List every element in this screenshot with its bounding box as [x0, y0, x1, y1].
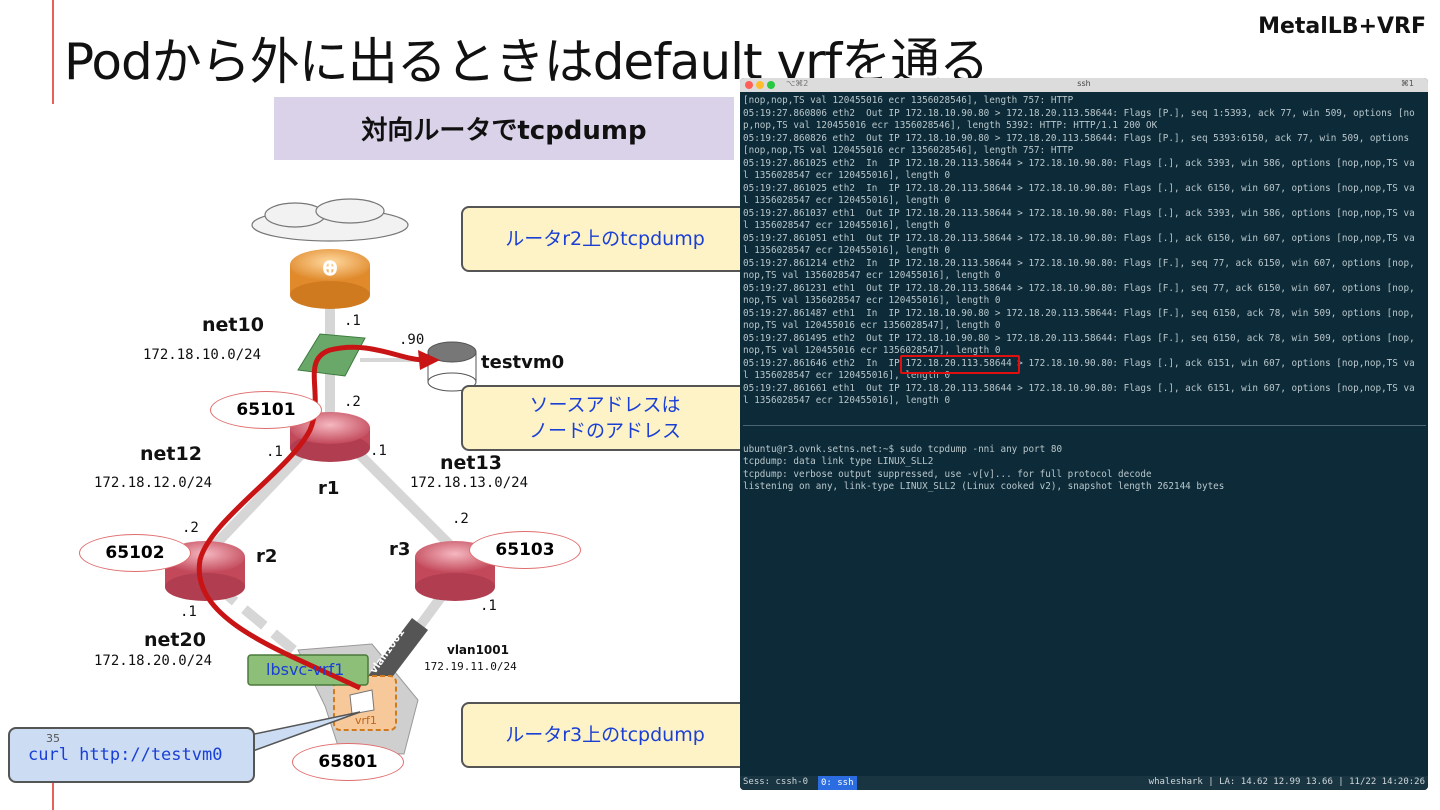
net10-cidr: 172.18.10.0/24: [143, 347, 262, 363]
terminal-line: 05:19:27.861231 eth1 Out IP 172.18.20.11…: [743, 282, 1415, 294]
asn-node: 65801: [292, 743, 404, 781]
asn-r2: 65102: [79, 534, 191, 572]
ip-r1-right: .1: [370, 443, 387, 459]
terminal-line: nop,TS val 120455016 ecr 1356028547], le…: [743, 320, 1001, 331]
source-address-highlight: [900, 355, 1020, 374]
svg-text:ꚛ: ꚛ: [322, 252, 338, 282]
zoom-icon[interactable]: [767, 81, 775, 89]
page-number: 35: [46, 732, 60, 745]
callout-source-line2: ノードのアドレス: [528, 420, 681, 442]
testvm-label: testvm0: [481, 352, 565, 373]
terminal-output-lower: ubuntu@r3.ovnk.setns.net:~$ sudo tcpdump…: [743, 431, 1426, 494]
terminal-line: l 1356028547 ecr 120455016], length 0: [743, 370, 951, 381]
ip-r1-top: .2: [344, 394, 361, 410]
terminal-line: l 1356028547 ecr 120455016], length 0: [743, 220, 951, 231]
left-accent-line-top: [52, 0, 54, 104]
terminal-title: ssh: [1077, 79, 1091, 88]
gateway-router-icon: ꚛ: [290, 249, 370, 309]
ip-r2-bottom: .1: [180, 604, 197, 620]
terminal-window[interactable]: ⌥⌘2 ssh ⌘1 [nop,nop,TS val 120455016 ecr…: [740, 78, 1428, 790]
terminal-line: 05:19:27.861051 eth1 Out IP 172.18.20.11…: [743, 232, 1415, 244]
link-r1-r2: [211, 436, 319, 549]
terminal-line: p,nop,TS val 120455016 ecr 1356028546], …: [743, 120, 1158, 131]
net13-label: net13: [440, 452, 502, 474]
curl-callout: [8, 727, 255, 783]
minimize-icon[interactable]: [756, 81, 764, 89]
status-window[interactable]: 0: ssh: [818, 776, 857, 790]
net20-label: net20: [144, 629, 206, 651]
callout-source-address: ソースアドレスは ノードのアドレス: [461, 385, 749, 451]
ip-testvm: .90: [399, 332, 425, 348]
callout-r3-tcpdump: ルータr3上のtcpdump: [461, 702, 749, 768]
terminal-line: tcpdump: data link type LINUX_SLL2: [743, 456, 934, 467]
terminal-titlebar[interactable]: ⌥⌘2 ssh ⌘1: [740, 78, 1428, 92]
terminal-line: [743, 431, 1426, 444]
terminal-output: [nop,nop,TS val 120455016 ecr 1356028546…: [743, 95, 1426, 408]
terminal-line: l 1356028547 ecr 120455016], length 0: [743, 395, 951, 406]
terminal-pane-divider[interactable]: [743, 425, 1426, 426]
traffic-arrowhead: [418, 350, 440, 370]
terminal-line: [nop,nop,TS val 120455016 ecr 1356028546…: [743, 145, 1074, 156]
brand-label: MetalLB+VRF: [1258, 14, 1426, 39]
r3-label: r3: [389, 539, 411, 560]
terminal-line: 05:19:27.861214 eth2 In IP 172.18.20.113…: [743, 257, 1415, 269]
ip-r3-top: .2: [452, 511, 469, 527]
status-right: whaleshark | LA: 14.62 12.99 13.66 | 11/…: [1148, 777, 1425, 787]
terminal-line: tcpdump: verbose output suppressed, use …: [743, 468, 1152, 480]
vlan-cidr: 172.19.11.0/24: [424, 660, 517, 673]
terminal-line: 05:19:27.861487 eth1 In IP 172.18.10.90.…: [743, 307, 1415, 319]
terminal-shortcut: ⌘1: [1400, 79, 1414, 88]
cloud-icon: [251, 198, 409, 242]
lbsvc-vrf-label: lbsvc-vrf1: [266, 660, 345, 679]
terminal-line: 05:19:27.861037 eth1 Out IP 172.18.20.11…: [743, 207, 1415, 219]
ip-r1-left: .1: [266, 444, 283, 460]
network-diagram: ꚛ: [165, 198, 495, 755]
testvm-icon: [427, 341, 477, 392]
curl-command: curl http://testvm0: [28, 745, 223, 765]
terminal-line: nop,TS val 1356028547 ecr 120455016], le…: [743, 270, 1001, 281]
banner: 対向ルータでtcpdump: [274, 97, 734, 160]
r1-label: r1: [318, 478, 340, 499]
vlan-label: vlan1001: [447, 643, 509, 657]
net20-cidr: 172.18.20.0/24: [94, 653, 213, 669]
terminal-tab-shortcut: ⌥⌘2: [786, 79, 809, 88]
net13-cidr: 172.18.13.0/24: [410, 475, 529, 491]
terminal-line: l 1356028547 ecr 120455016], length 0: [743, 195, 951, 206]
terminal-line: ubuntu@r3.ovnk.setns.net:~$ sudo tcpdump…: [743, 443, 1063, 455]
net12-label: net12: [140, 443, 202, 465]
terminal-line: l 1356028547 ecr 120455016], length 0: [743, 170, 951, 181]
r2-label: r2: [256, 546, 278, 567]
terminal-line: 05:19:27.860826 eth2 Out IP 172.18.10.90…: [743, 132, 1410, 144]
asn-r3: 65103: [469, 531, 581, 569]
vlan-tag: [368, 618, 428, 688]
left-accent-line-bottom: [52, 782, 54, 810]
traffic-path: [196, 344, 426, 691]
ip-r3-bottom: .1: [480, 598, 497, 614]
vrf1-label: vrf1: [355, 714, 377, 727]
close-icon[interactable]: [745, 81, 753, 89]
terminal-line: 05:19:27.860806 eth2 Out IP 172.18.10.90…: [743, 107, 1415, 119]
callout-source-line1: ソースアドレスは: [529, 394, 681, 416]
terminal-line: listening on any, link-type LINUX_SLL2 (…: [743, 481, 1225, 492]
status-session: Sess: cssh-0: [743, 777, 809, 787]
pod-icon: [349, 689, 375, 715]
callout-r2-tcpdump: ルータr2上のtcpdump: [461, 206, 749, 272]
asn-r1: 65101: [210, 391, 322, 429]
link-r1-r3: [341, 436, 454, 549]
net12-cidr: 172.18.12.0/24: [94, 475, 213, 491]
ip-r2-top: .2: [182, 520, 199, 536]
terminal-line: 05:19:27.861025 eth2 In IP 172.18.20.113…: [743, 157, 1415, 169]
switch-net10-icon: [297, 333, 366, 377]
terminal-line: 05:19:27.861661 eth1 Out IP 172.18.20.11…: [743, 382, 1415, 394]
terminal-line: nop,TS val 1356028547 ecr 120455016], le…: [743, 295, 1001, 306]
terminal-line: 05:19:27.861495 eth2 Out IP 172.18.10.90…: [743, 332, 1415, 344]
terminal-line: 05:19:27.861025 eth2 In IP 172.18.20.113…: [743, 182, 1415, 194]
tmux-status-bar: Sess: cssh-0 0: ssh whaleshark | LA: 14.…: [740, 776, 1428, 790]
terminal-line: l 1356028547 ecr 120455016], length 0: [743, 245, 951, 256]
terminal-line: 05:19:27.861646 eth2 In IP 172.18.20.113…: [743, 357, 1415, 369]
net10-label: net10: [202, 314, 264, 336]
terminal-line: nop,TS val 120455016 ecr 1356028547], le…: [743, 345, 1001, 356]
terminal-line: [nop,nop,TS val 120455016 ecr 1356028546…: [743, 95, 1074, 106]
ip-top-router: .1: [344, 313, 361, 329]
